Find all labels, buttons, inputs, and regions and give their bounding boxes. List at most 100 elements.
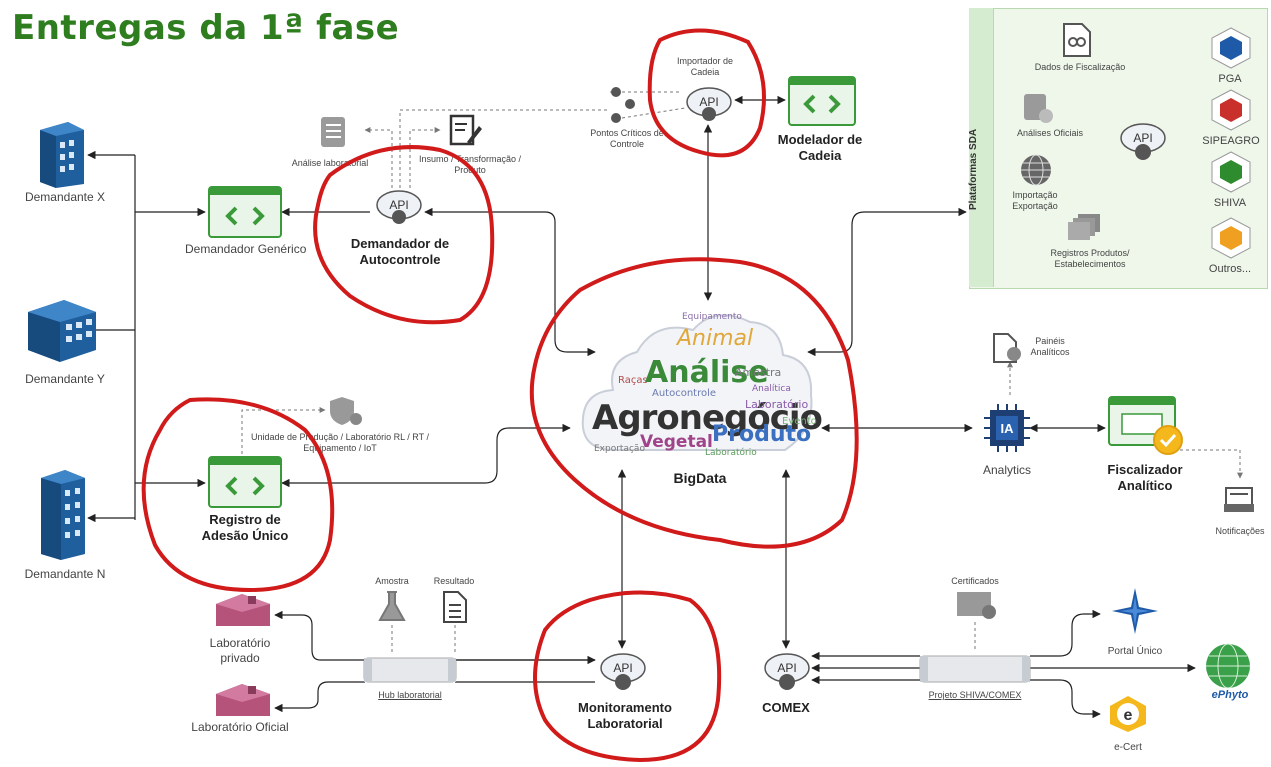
api-gear-icon: API bbox=[600, 653, 646, 690]
document-icon bbox=[443, 591, 467, 623]
highlight-autocontrole bbox=[313, 145, 495, 325]
api-gear-icon: API bbox=[764, 653, 810, 690]
notification-icon bbox=[1224, 487, 1254, 512]
cloud-word: Produto bbox=[712, 422, 812, 447]
hub-pipe-icon bbox=[363, 657, 457, 683]
demandante-x-label: Demandante X bbox=[24, 190, 106, 204]
demandador-autocontrole-label: Demandador de Autocontrole bbox=[350, 236, 450, 267]
lab-building-icon bbox=[216, 684, 270, 716]
lab-building-icon bbox=[216, 594, 270, 626]
cube-red-icon bbox=[1211, 89, 1251, 131]
highlight-registro bbox=[141, 397, 335, 593]
fiscalizador-label: Fiscalizador Analítico bbox=[1107, 462, 1183, 493]
api-gear-icon: API bbox=[686, 87, 732, 121]
cloud-word: Autocontrole bbox=[652, 388, 717, 399]
api-gear-icon: API bbox=[1120, 123, 1166, 160]
highlight-monitoramento bbox=[533, 590, 722, 763]
plataformas-sda-sidebar bbox=[969, 8, 994, 287]
app-window-icon bbox=[788, 76, 856, 126]
ia-text: IA bbox=[1001, 421, 1015, 436]
ecert-label: e-Cert bbox=[1114, 742, 1142, 753]
api-gear-icon: API bbox=[376, 190, 422, 224]
cloud-word: Laboratório bbox=[705, 448, 757, 458]
cube-blue-icon bbox=[1211, 27, 1251, 69]
analises-oficiais-label: Análises Oficiais bbox=[1016, 128, 1084, 138]
bigdata-cloud-icon bbox=[581, 314, 813, 451]
stacked-docs-icon bbox=[1068, 214, 1100, 240]
document-link-icon bbox=[1063, 23, 1091, 57]
analise-laboratorial-label: Análise laboratorial bbox=[291, 158, 369, 168]
analytics-label: Analytics bbox=[982, 463, 1032, 477]
pontos-criticos-label: Pontos Críticos de Controle bbox=[590, 128, 664, 149]
cloud-word: Animal bbox=[677, 326, 754, 351]
pga-label: PGA bbox=[1218, 73, 1242, 85]
dashboard-doc-icon bbox=[993, 333, 1021, 363]
cube-green-icon bbox=[1211, 151, 1251, 193]
highlight-importador bbox=[647, 28, 766, 158]
numbered-points-icon bbox=[611, 87, 635, 123]
cloud-word: Evento bbox=[782, 416, 817, 427]
amostra-label: Amostra bbox=[375, 576, 409, 586]
cloud-word: Vegetal bbox=[640, 432, 713, 452]
lab-oficial-label: Laboratório Oficial bbox=[191, 720, 289, 734]
demandante-n-label: Demandante N bbox=[24, 567, 106, 581]
building-icon bbox=[40, 122, 84, 188]
modelador-cadeia-label: Modelador de Cadeia bbox=[777, 132, 863, 163]
ephyto-label: ePhyto bbox=[1211, 689, 1249, 701]
ecert-icon: e bbox=[1110, 696, 1146, 732]
cloud-word: Analítica bbox=[752, 384, 791, 394]
outros-label: Outros... bbox=[1208, 263, 1252, 275]
demandante-y-label: Demandante Y bbox=[25, 372, 105, 386]
dados-fiscalizacao-label: Dados de Fiscalização bbox=[1034, 62, 1126, 72]
importador-cadeia-label: Importador de Cadeia bbox=[676, 56, 734, 77]
cloud-word: Raças bbox=[618, 375, 648, 386]
hub-laboratorial-label: Hub laboratorial bbox=[378, 690, 442, 700]
cloud-word-main: Agronegócio bbox=[592, 398, 823, 438]
cloud-word: Análise bbox=[645, 355, 769, 390]
certificate-icon bbox=[957, 592, 996, 619]
api-text: API bbox=[699, 95, 718, 109]
api-text: API bbox=[613, 661, 632, 675]
ai-chip-icon: IA bbox=[984, 404, 1030, 452]
cloud-word: Exportação bbox=[594, 444, 645, 454]
flask-icon bbox=[378, 591, 406, 621]
cloud-word: Amostra bbox=[735, 366, 782, 379]
svg-text:e: e bbox=[1124, 707, 1133, 724]
unidade-producao-label: Unidade de Produção / Laboratório RL / R… bbox=[251, 432, 429, 453]
highlight-bigdata bbox=[529, 257, 859, 549]
shiva-label: SHIVA bbox=[1213, 197, 1247, 209]
building-icon bbox=[28, 300, 96, 362]
certificados-label: Certificados bbox=[951, 576, 999, 586]
paineis-analiticos-label: Painéis Analíticos bbox=[1030, 336, 1070, 357]
notificacoes-label: Notificações bbox=[1215, 526, 1265, 536]
hub-pipe-icon bbox=[919, 655, 1031, 683]
ephyto-globe-icon bbox=[1206, 643, 1250, 689]
importacao-exportacao-label: Importação Exportação bbox=[1012, 190, 1058, 211]
scroll-icon bbox=[321, 117, 345, 147]
cloud-word: Equipamento bbox=[682, 312, 742, 322]
sipeagro-label: SIPEAGRO bbox=[1202, 135, 1260, 147]
comex-label: COMEX bbox=[762, 700, 810, 715]
portal-unico-label: Portal Único bbox=[1107, 646, 1163, 657]
api-text: API bbox=[1133, 131, 1152, 145]
api-text: API bbox=[777, 661, 796, 675]
cube-orange-icon bbox=[1211, 217, 1251, 259]
registro-adesao-label: Registro de Adesão Único bbox=[201, 512, 289, 543]
globe-icon bbox=[1021, 154, 1051, 186]
api-text: API bbox=[389, 198, 408, 212]
document-edit-icon bbox=[449, 114, 482, 146]
lab-privado-label: Laboratório privado bbox=[209, 636, 271, 665]
app-certified-icon bbox=[1108, 396, 1183, 455]
app-window-icon bbox=[208, 456, 282, 508]
bigdata-label: BigData bbox=[673, 470, 727, 486]
resultado-label: Resultado bbox=[433, 576, 475, 586]
cloud-word: Laboratório bbox=[745, 398, 809, 411]
registros-produtos-label: Registros Produtos/ Estabelecimentos bbox=[1050, 248, 1130, 269]
building-icon bbox=[41, 470, 85, 560]
page-title: Entregas da 1ª fase bbox=[12, 8, 400, 48]
shield-gear-icon bbox=[330, 397, 362, 425]
demandador-generico-label: Demandador Genérico bbox=[185, 242, 307, 256]
compass-star-icon bbox=[1112, 588, 1158, 634]
monitoramento-label: Monitoramento Laboratorial bbox=[578, 700, 672, 731]
